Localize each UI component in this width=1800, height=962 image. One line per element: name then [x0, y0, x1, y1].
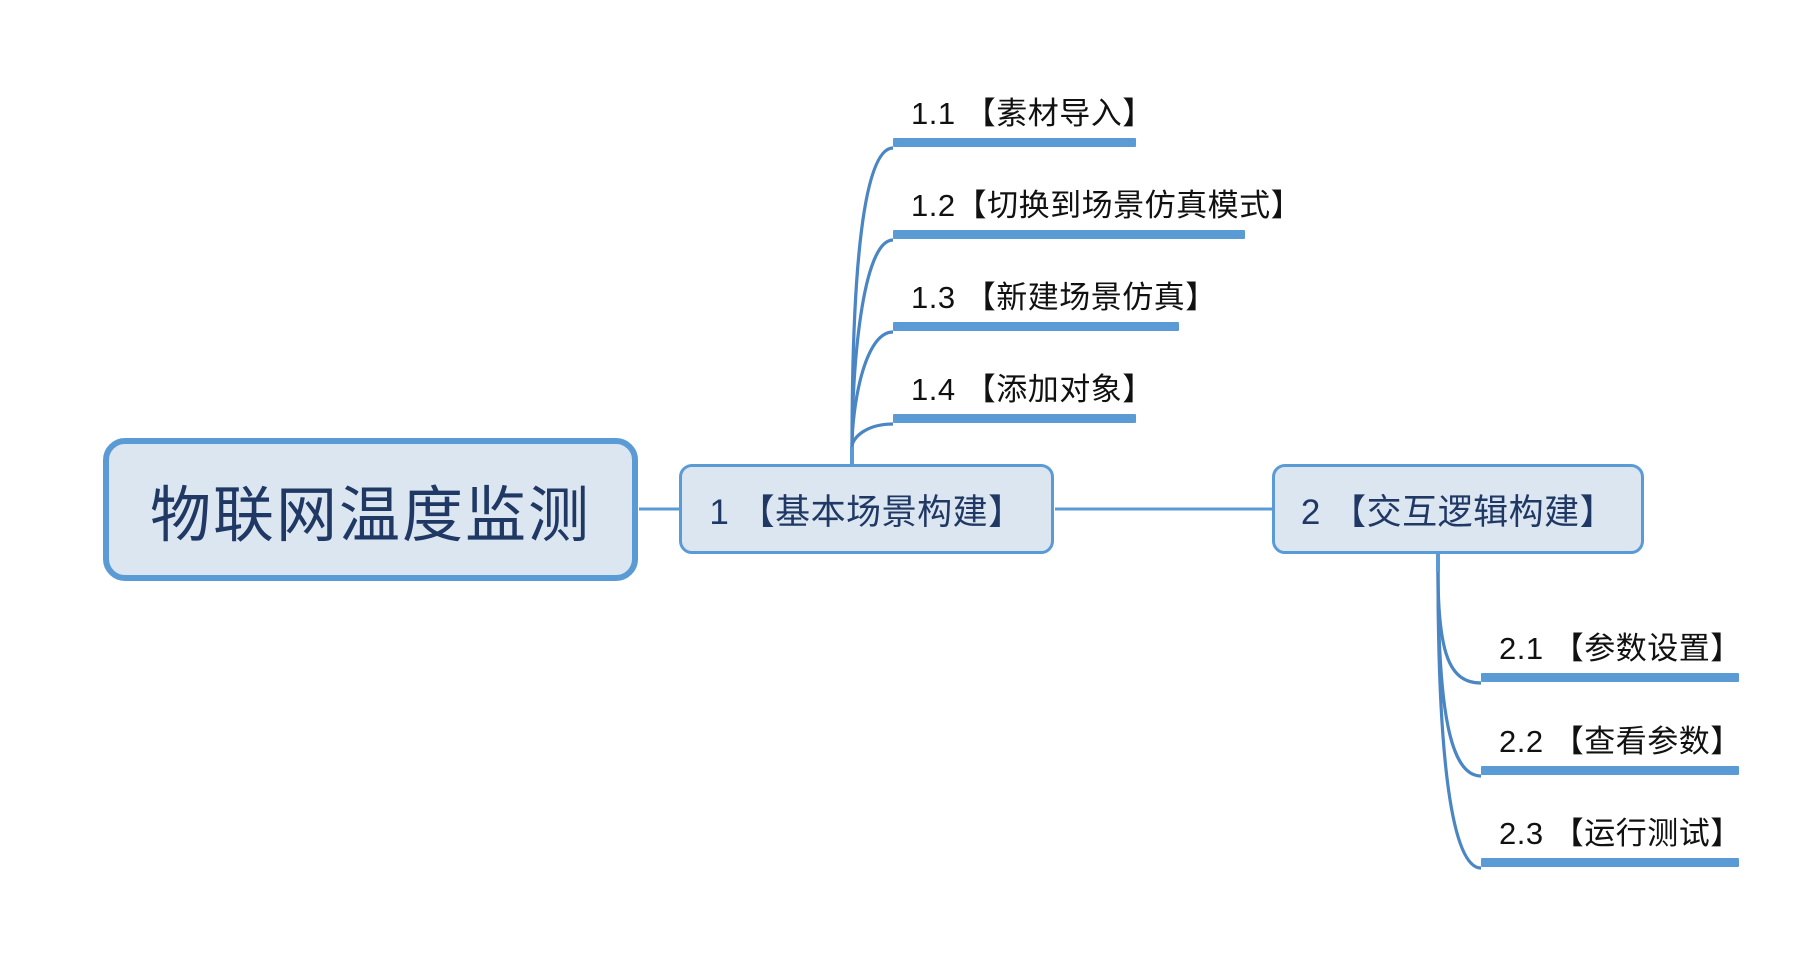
- leaf-item-2-1[interactable]: 2.1 【参数设置】: [1481, 631, 1742, 682]
- branch-node-2[interactable]: 2 【交互逻辑构建】: [1272, 464, 1644, 554]
- leaf-item-2-1-label: 2.1 【参数设置】: [1499, 631, 1742, 666]
- leaf-item-2-2-label: 2.2 【查看参数】: [1499, 724, 1742, 759]
- leaf-item-1-2-underline: [893, 229, 1245, 239]
- leaf-item-2-2-underline: [1481, 765, 1739, 775]
- connector-branch2-child2: [1436, 571, 1482, 778]
- leaf-item-1-1-label: 1.1 【素材导入】: [911, 96, 1154, 131]
- connector-branch2-child1: [1436, 571, 1482, 685]
- leaf-item-1-4-underline: [893, 413, 1136, 423]
- root-node-label: 物联网温度监测: [149, 481, 591, 549]
- leaf-item-1-3-underline: [893, 321, 1179, 331]
- leaf-item-1-3[interactable]: 1.3 【新建场景仿真】: [893, 280, 1217, 331]
- leaf-item-1-3-label: 1.3 【新建场景仿真】: [911, 280, 1217, 315]
- branch-node-1-label: 1 【基本场景构建】: [709, 492, 1024, 532]
- connector-branch1-child4: [850, 422, 894, 448]
- branch-node-2-label: 2 【交互逻辑构建】: [1300, 492, 1616, 532]
- leaf-item-2-3[interactable]: 2.3 【运行测试】: [1481, 816, 1742, 867]
- root-node[interactable]: 物联网温度监测: [103, 438, 638, 581]
- leaf-item-2-3-underline: [1481, 857, 1739, 867]
- branch-node-1[interactable]: 1 【基本场景构建】: [679, 464, 1054, 554]
- connector-branch1-child1: [850, 146, 894, 448]
- leaf-item-1-2[interactable]: 1.2【切换到场景仿真模式】: [893, 188, 1303, 239]
- leaf-item-1-2-label: 1.2【切换到场景仿真模式】: [911, 188, 1303, 223]
- leaf-item-1-4[interactable]: 1.4 【添加对象】: [893, 372, 1154, 423]
- leaf-item-2-2[interactable]: 2.2 【查看参数】: [1481, 724, 1742, 775]
- leaf-item-2-1-underline: [1481, 672, 1739, 682]
- leaf-item-2-3-label: 2.3 【运行测试】: [1499, 816, 1742, 851]
- connector-branch2-child3: [1436, 571, 1482, 870]
- leaf-item-1-1[interactable]: 1.1 【素材导入】: [893, 96, 1154, 147]
- leaf-item-1-1-underline: [893, 137, 1136, 147]
- leaf-item-1-4-label: 1.4 【添加对象】: [911, 372, 1154, 407]
- connector-branch1-child3: [850, 330, 894, 448]
- connector-branch1-child2: [850, 238, 894, 448]
